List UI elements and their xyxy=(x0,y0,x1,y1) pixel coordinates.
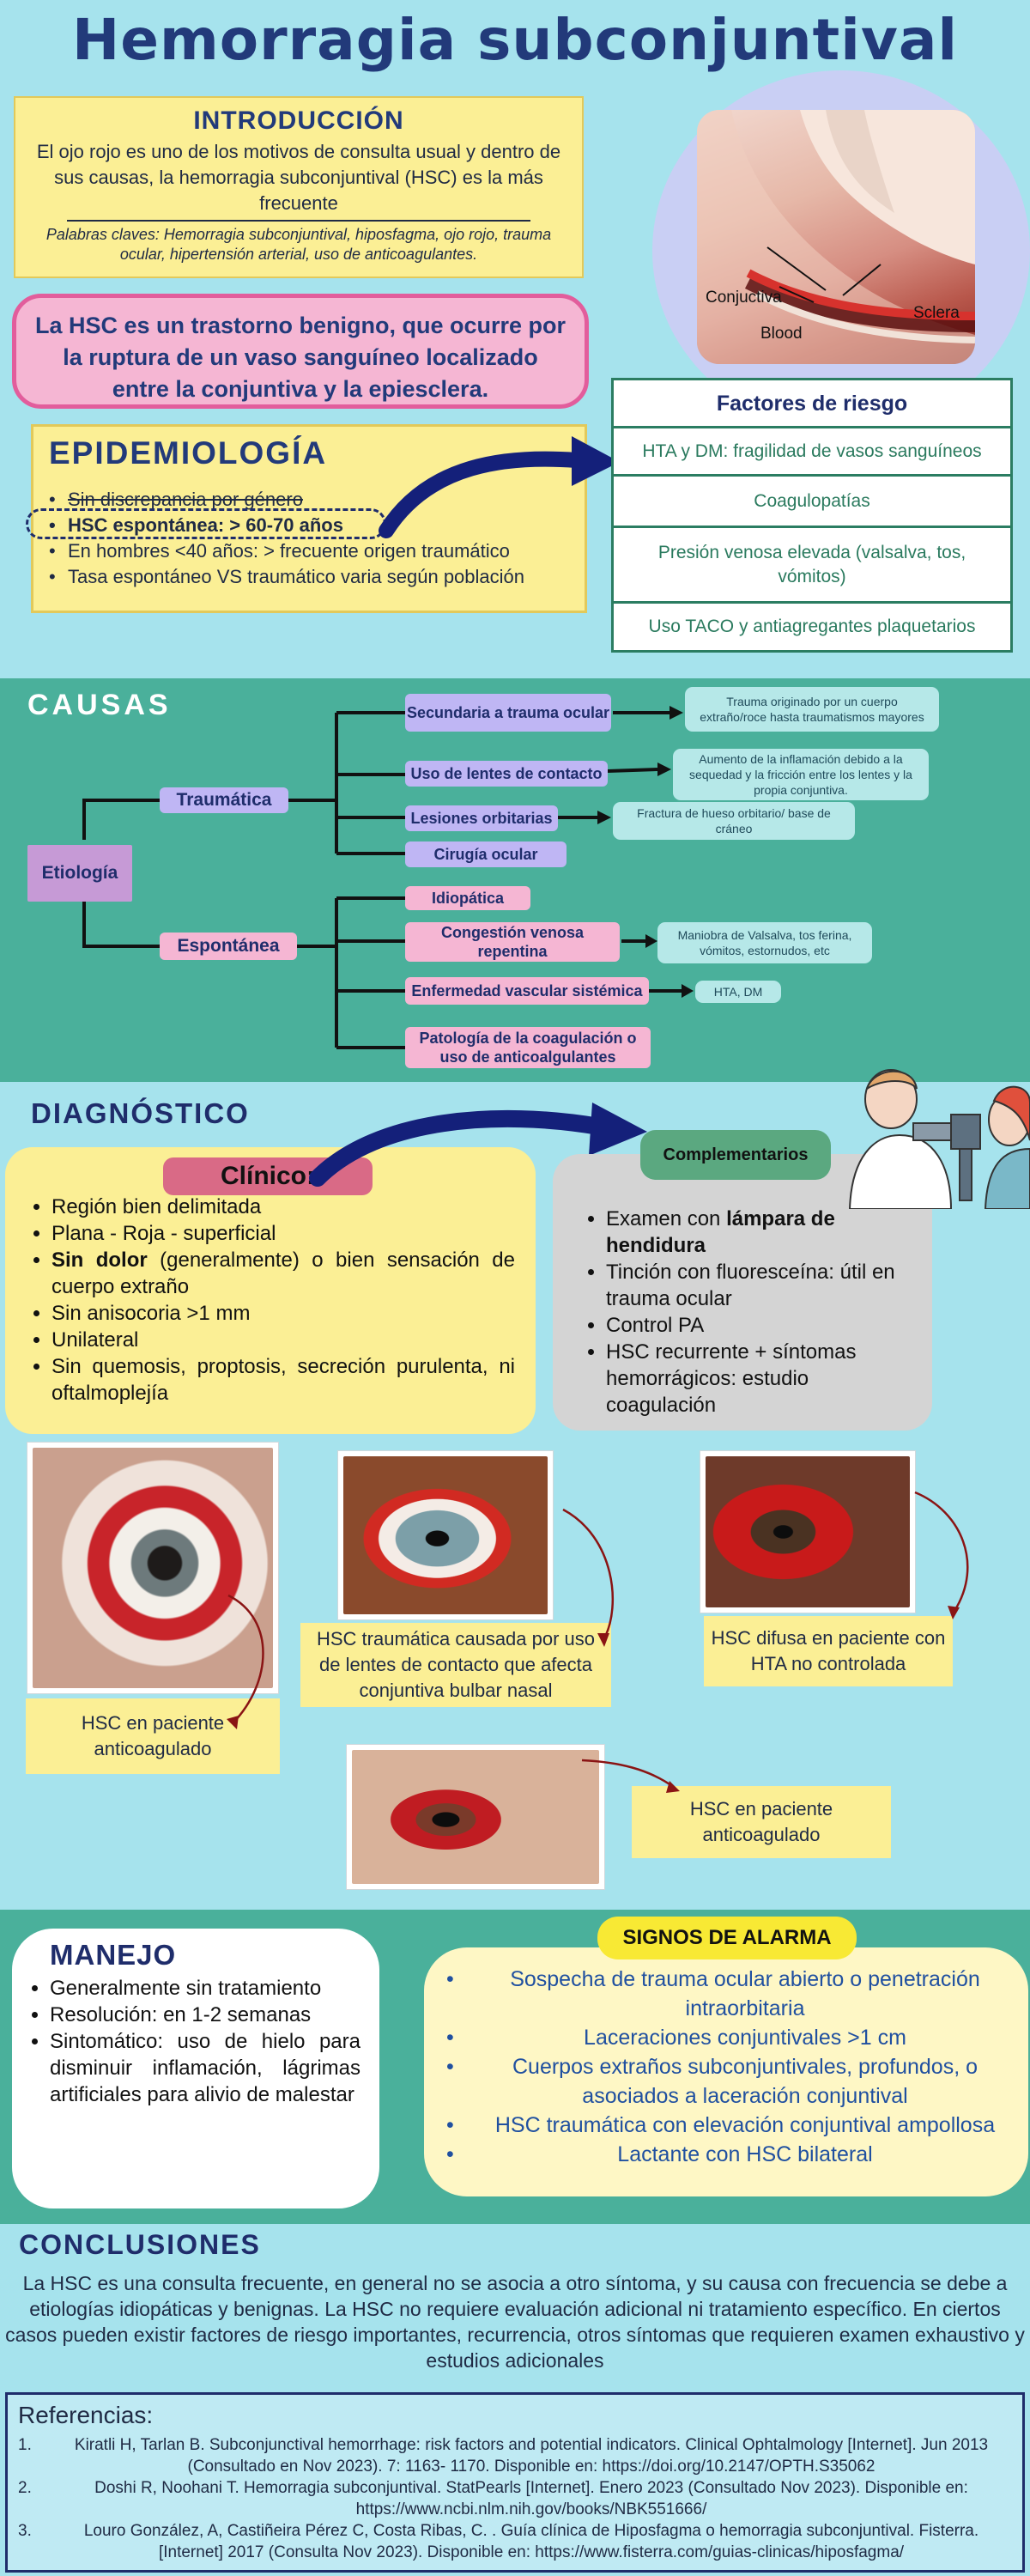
list-item: Lactante con HSC bilateral xyxy=(446,2140,1021,2169)
photo-hsc-lentes xyxy=(338,1451,553,1619)
alarma-tag: SIGNOS DE ALARMA xyxy=(597,1917,857,1959)
label-conjunctiva: Conjuctiva xyxy=(706,289,782,307)
manejo-list: Generalmente sin tratamiento Resolución:… xyxy=(34,1975,360,2108)
label-blood: Blood xyxy=(760,325,803,343)
arrow-to-complementarios xyxy=(309,1103,647,1187)
factores-heading: Factores de riesgo xyxy=(614,380,1010,428)
list-item: 1.Kiratli H, Tarlan B. Subconjunctival h… xyxy=(18,2436,989,2476)
clinico-list: Región bien delimitada Plana - Roja - su… xyxy=(36,1194,515,1406)
manejo-heading: MANEJO xyxy=(50,1939,177,1971)
doctor-slit-lamp-illustration xyxy=(848,1069,1030,1209)
alarma-list: Sospecha de trauma ocular abierto o pene… xyxy=(446,1965,1021,2169)
list-item: Tasa espontáneo VS traumático varia segú… xyxy=(49,564,569,590)
factores-table: Factores de riesgo HTA y DM: fragilidad … xyxy=(611,378,1013,653)
photo-hsc-difusa xyxy=(700,1451,915,1613)
eye-anatomy-image xyxy=(697,110,975,364)
factor-row: Coagulopatías xyxy=(614,477,1010,528)
arrow-to-factors xyxy=(379,436,620,538)
conclusiones-section xyxy=(0,2227,1030,2387)
intro-divider xyxy=(67,220,530,222)
list-item: 3.Louro González, A, Castiñeira Pérez C,… xyxy=(18,2522,979,2561)
list-item: Región bien delimitada xyxy=(52,1194,515,1220)
highlight-oval xyxy=(26,508,386,539)
node-trauma-ocular: Secundaria a trauma ocular xyxy=(405,694,611,732)
complementarios-tag: Complementarios xyxy=(640,1130,831,1180)
benign-callout: La HSC es un trastorno benigno, que ocur… xyxy=(12,294,589,409)
referencias-box: Referencias: 1.Kiratli H, Tarlan B. Subc… xyxy=(5,2392,1025,2573)
node-lentes-contacto: Uso de lentes de contacto xyxy=(405,761,608,787)
intro-text: El ojo rojo es uno de los motivos de con… xyxy=(36,141,561,214)
list-item: Sintomático: uso de hielo para disminuir… xyxy=(50,2028,360,2108)
desc-lesiones-orbitarias: Fractura de hueso orbitario/ base de crá… xyxy=(613,802,855,840)
list-item: HSC traumática con elevación conjuntival… xyxy=(446,2111,1021,2140)
complementarios-list: Examen con lámpara de hendidura Tinción … xyxy=(592,1206,924,1419)
list-item: Plana - Roja - superficial xyxy=(52,1220,515,1247)
node-lesiones-orbitarias: Lesiones orbitarias xyxy=(405,805,558,831)
desc-lentes-contacto: Aumento de la inflamación debido a la se… xyxy=(673,749,929,800)
referencias-heading: Referencias: xyxy=(18,2402,154,2428)
list-item: Laceraciones conjuntivales >1 cm xyxy=(446,2023,1021,2052)
list-item: HSC espontánea: > 60-70 años xyxy=(49,513,569,538)
eye-anatomy-illustration xyxy=(697,110,975,364)
list-item: Sin dolor (generalmente) o bien sensació… xyxy=(52,1247,515,1300)
node-etiologia: Etiología xyxy=(27,845,132,902)
caption-anticoagulado-2: HSC en paciente anticoagulado xyxy=(632,1786,891,1858)
intro-box: INTRODUCCIÓN El ojo rojo es uno de los m… xyxy=(14,96,584,278)
diagnostico-heading: DIAGNÓSTICO xyxy=(31,1097,250,1129)
caption-pointer-arrows xyxy=(227,1491,969,1793)
list-item: Examen con lámpara de hendidura xyxy=(606,1206,924,1259)
node-espontanea: Espontánea xyxy=(160,933,297,960)
list-item: Sin anisocoria >1 mm xyxy=(52,1300,515,1327)
list-item: 2.Doshi R, Noohani T. Hemorragia subconj… xyxy=(18,2479,968,2518)
node-cirugia-ocular: Cirugía ocular xyxy=(405,841,566,867)
desc-trauma-ocular: Trauma originado por un cuerpo extraño/r… xyxy=(685,687,939,732)
epidemiologia-list: Sin discrepancia por género HSC espontán… xyxy=(49,487,569,590)
list-item: Sin discrepancia por género xyxy=(49,487,569,513)
photo-hsc-anticoagulado-1 xyxy=(27,1443,278,1693)
list-item: En hombres <40 años: > frecuente origen … xyxy=(49,538,569,564)
causas-section xyxy=(0,678,1030,1082)
label-sclera: Sclera xyxy=(913,304,960,322)
list-item: HSC recurrente + síntomas hemorrágicos: … xyxy=(606,1339,924,1419)
page-title: Hemorragia subconjuntival xyxy=(71,7,959,73)
node-enfermedad-vascular: Enfermedad vascular sistémica xyxy=(405,977,649,1005)
epidemiologia-heading: EPIDEMIOLOGÍA xyxy=(49,435,328,471)
list-item: Tinción con fluoresceína: útil en trauma… xyxy=(606,1259,924,1312)
list-item: Resolución: en 1-2 semanas xyxy=(50,2002,360,2028)
factor-row: HTA y DM: fragilidad de vasos sanguíneos xyxy=(614,428,1010,477)
causas-tree-lines xyxy=(82,706,694,1054)
factor-row: Presión venosa elevada (valsalva, tos, v… xyxy=(614,528,1010,604)
caption-difusa: HSC difusa en paciente con HTA no contro… xyxy=(704,1616,953,1686)
photo-hsc-anticoagulado-2 xyxy=(347,1745,604,1889)
intro-keywords: Palabras claves: Hemorragia subconjuntiv… xyxy=(45,226,552,263)
list-item: Unilateral xyxy=(52,1327,515,1353)
desc-congestion-venosa: Maniobra de Valsalva, tos ferina, vómito… xyxy=(657,922,872,963)
caption-anticoagulado-1: HSC en paciente anticoagulado xyxy=(26,1698,280,1774)
node-congestion-venosa: Congestión venosa repentina xyxy=(405,922,620,962)
list-item: Generalmente sin tratamiento xyxy=(50,1975,360,2002)
conclusiones-heading: CONCLUSIONES xyxy=(19,2229,261,2260)
intro-heading: INTRODUCCIÓN xyxy=(193,106,404,135)
node-patologia-coagulacion: Patología de la coagulación o uso de ant… xyxy=(405,1027,651,1068)
causas-heading: CAUSAS xyxy=(27,689,172,721)
list-item: Control PA xyxy=(606,1312,924,1339)
node-idiopatica: Idiopática xyxy=(405,886,530,910)
conclusiones-text: La HSC es una consulta frecuente, en gen… xyxy=(5,2272,1025,2372)
node-traumatica: Traumática xyxy=(160,787,288,813)
list-item: Sin quemosis, proptosis, secreción purul… xyxy=(52,1353,515,1406)
list-item: Sospecha de trauma ocular abierto o pene… xyxy=(446,1965,1021,2023)
factor-row: Uso TACO y antiagregantes plaquetarios xyxy=(648,617,976,636)
desc-enfermedad-vascular: HTA, DM xyxy=(695,981,781,1003)
list-item: Cuerpos extraños subconjuntivales, profu… xyxy=(446,2052,1021,2111)
caption-lentes: HSC traumática causada por uso de lentes… xyxy=(300,1623,611,1707)
referencias-list: 1.Kiratli H, Tarlan B. Subconjunctival h… xyxy=(18,2434,1012,2563)
manejo-box xyxy=(12,1929,379,2208)
